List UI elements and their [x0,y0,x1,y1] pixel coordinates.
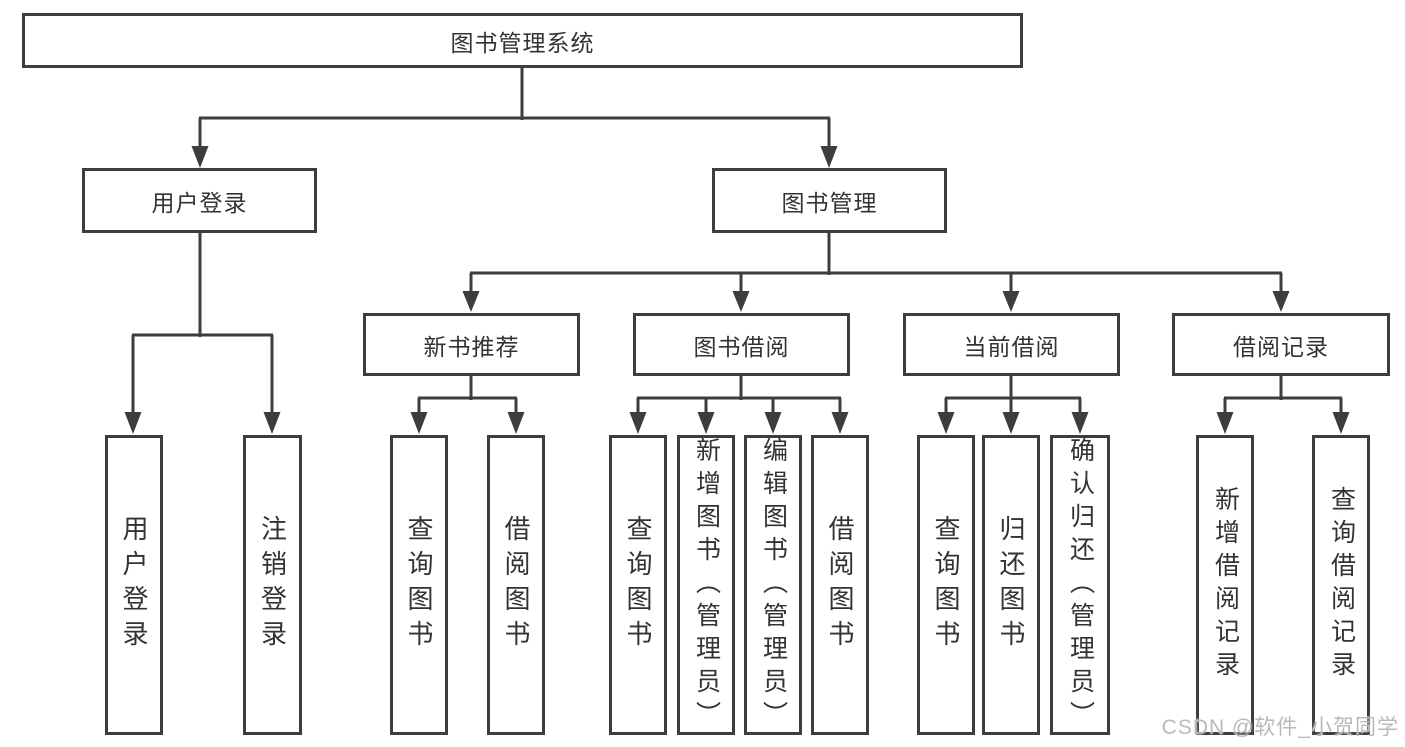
connector-bookborrow-to-leaves [636,376,842,418]
connector-currentborrow-to-leaves [944,376,1082,418]
leaf-user-login: 用户登录 [105,435,163,735]
node-book-management-label: 图书管理 [781,189,878,216]
node-user-login-label: 用户登录 [151,189,248,216]
node-new-book-recommend-label: 新书推荐 [423,333,520,360]
leaf-newbook-borrow: 借阅图书 [487,435,545,735]
node-new-book-recommend: 新书推荐 [363,313,580,376]
node-current-borrow-label: 当前借阅 [963,333,1060,360]
connector-bookmgmt-to-level3 [469,233,1283,295]
leaf-newbook-borrow-label: 借阅图书 [501,515,531,655]
leaf-add-borrow-record-label: 新增借阅记录 [1211,486,1240,684]
csdn-watermark: CSDN @软件_小贺同学 [1161,716,1399,739]
leaf-logout-label: 注销登录 [257,515,288,655]
leaf-borrow-edit-admin: 编辑图书（管理员） [744,435,802,735]
leaf-add-borrow-record: 新增借阅记录 [1196,435,1254,735]
leaf-user-login-label: 用户登录 [119,515,149,655]
arrowheads [124,146,1350,434]
node-borrow-records: 借阅记录 [1172,313,1390,376]
node-book-management: 图书管理 [712,168,947,233]
leaf-query-borrow-record: 查询借阅记录 [1312,435,1370,735]
leaf-confirm-return-admin: 确认归还（管理员） [1050,435,1110,735]
leaf-return-book: 归还图书 [982,435,1040,735]
connector-borrowrecords-to-leaves [1223,376,1343,418]
leaf-borrow-add-admin: 新增图书（管理员） [677,435,735,735]
leaf-borrow-query-label: 查询图书 [623,515,653,655]
leaf-borrow-book-label: 借阅图书 [825,515,855,655]
node-current-borrow: 当前借阅 [903,313,1120,376]
leaf-borrow-edit-admin-label: 编辑图书（管理员） [759,436,788,734]
leaf-return-book-label: 归还图书 [996,515,1026,655]
node-book-borrow-label: 图书借阅 [693,333,790,360]
node-root-label: 图书管理系统 [450,29,595,56]
connector-newbook-to-leaves [417,376,518,418]
leaf-current-query-label: 查询图书 [931,515,961,655]
connector-userlogin-to-leaves [131,233,274,418]
leaf-confirm-return-admin-label: 确认归还（管理员） [1066,436,1095,734]
node-book-borrow: 图书借阅 [633,313,850,376]
connector-root-to-level2 [198,68,831,150]
leaf-query-borrow-record-label: 查询借阅记录 [1327,486,1356,684]
node-root: 图书管理系统 [22,13,1023,68]
leaf-newbook-query-label: 查询图书 [404,515,434,655]
leaf-newbook-query: 查询图书 [390,435,448,735]
leaf-current-query: 查询图书 [917,435,975,735]
leaf-borrow-book: 借阅图书 [811,435,869,735]
leaf-logout: 注销登录 [243,435,302,735]
node-borrow-records-label: 借阅记录 [1233,333,1329,360]
node-user-login: 用户登录 [82,168,317,233]
leaf-borrow-query: 查询图书 [609,435,667,735]
leaf-borrow-add-admin-label: 新增图书（管理员） [692,436,721,734]
